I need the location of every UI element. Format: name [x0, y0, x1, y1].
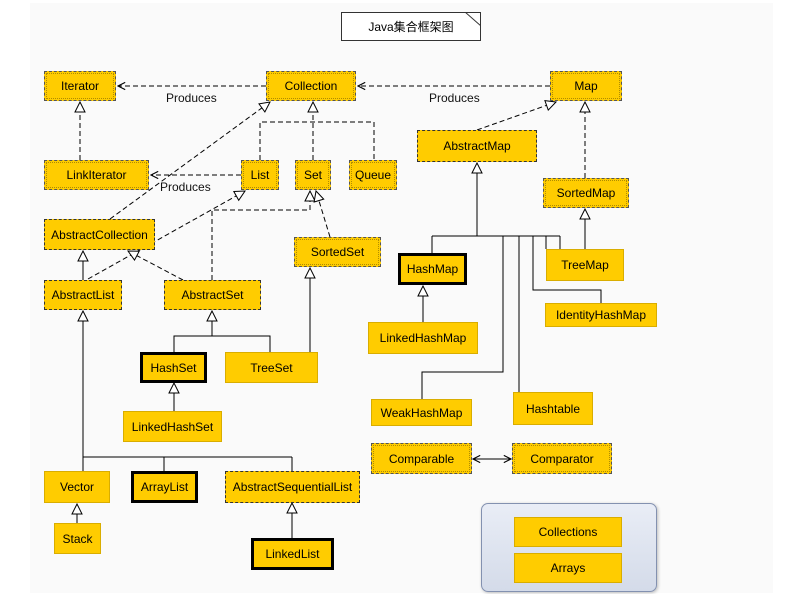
- node-linkedlist-label: LinkedList: [265, 547, 320, 561]
- label-produces-listiterator: Produces: [160, 180, 211, 194]
- node-linkiterator[interactable]: LinkIterator: [44, 160, 149, 190]
- node-stack[interactable]: Stack: [54, 523, 101, 554]
- edge-abstractmap-map: [476, 102, 556, 131]
- node-collections-label: Collections: [538, 525, 598, 539]
- node-queue-label: Queue: [354, 168, 392, 182]
- node-abstractsequentiallist-label: AbstractSequentialList: [232, 480, 353, 494]
- edge-lists-bar: [83, 456, 293, 471]
- node-sortedmap-label: SortedMap: [556, 186, 616, 200]
- node-hashset-label: HashSet: [150, 360, 197, 375]
- node-abstractsequentiallist[interactable]: AbstractSequentialList: [225, 471, 360, 503]
- edge-abstractcollection-collection: [109, 102, 270, 220]
- node-abstractcollection-label: AbstractCollection: [51, 227, 148, 242]
- edge-identityhashmap: [532, 236, 602, 303]
- node-arraylist[interactable]: ArrayList: [131, 471, 198, 503]
- node-hashtable-label: Hashtable: [525, 401, 581, 416]
- edge-abstractset-set: [211, 191, 310, 280]
- note-corner-icon: [465, 12, 481, 26]
- diagram-title-text: Java集合框架图: [368, 20, 454, 34]
- node-linkedhashmap[interactable]: LinkedHashMap: [368, 322, 478, 354]
- node-sortedset-label: SortedSet: [310, 245, 365, 259]
- node-collection[interactable]: Collection: [266, 71, 356, 101]
- edge-weakhashmap: [421, 236, 504, 399]
- edge-sortedset-set: [316, 191, 331, 238]
- diagram-title: Java集合框架图: [341, 12, 481, 41]
- node-hashset[interactable]: HashSet: [140, 352, 207, 383]
- node-arraylist-label: ArrayList: [140, 480, 189, 494]
- edge-maps-bar: [431, 235, 561, 253]
- node-set-label: Set: [303, 168, 322, 182]
- node-list[interactable]: List: [241, 160, 279, 190]
- node-treemap-label: TreeMap: [561, 258, 609, 272]
- node-treemap[interactable]: TreeMap: [546, 249, 624, 281]
- node-arrays-label: Arrays: [550, 561, 586, 575]
- node-set[interactable]: Set: [295, 160, 331, 190]
- node-hashtable[interactable]: Hashtable: [513, 392, 593, 425]
- node-treeset[interactable]: TreeSet: [225, 352, 318, 383]
- node-abstractmap[interactable]: AbstractMap: [417, 130, 537, 162]
- label-produces-map: Produces: [429, 91, 480, 105]
- node-map[interactable]: Map: [550, 71, 622, 101]
- node-weakhashmap[interactable]: WeakHashMap: [371, 399, 472, 426]
- node-collections[interactable]: Collections: [514, 517, 622, 547]
- node-abstractset-label: AbstractSet: [181, 288, 244, 302]
- node-iterator[interactable]: Iterator: [44, 71, 116, 101]
- node-comparable-label: Comparable: [388, 451, 455, 466]
- node-abstractset[interactable]: AbstractSet: [164, 280, 261, 310]
- node-comparator-label: Comparator: [530, 451, 594, 466]
- node-comparable[interactable]: Comparable: [371, 443, 472, 474]
- node-abstractmap-label: AbstractMap: [443, 139, 511, 153]
- edge-collection-children: [259, 121, 375, 160]
- node-treeset-label: TreeSet: [250, 360, 293, 375]
- edge-abstractset-abstractcollection: [128, 251, 184, 281]
- node-linkedhashset[interactable]: LinkedHashSet: [123, 411, 222, 442]
- node-sortedset[interactable]: SortedSet: [294, 237, 381, 267]
- node-map-label: Map: [574, 79, 598, 93]
- node-list-label: List: [250, 168, 270, 182]
- node-identityhashmap-label: IdentityHashMap: [555, 308, 647, 322]
- node-sortedmap[interactable]: SortedMap: [543, 178, 629, 208]
- node-hashmap-label: HashMap: [406, 262, 459, 276]
- node-abstractcollection[interactable]: AbstractCollection: [44, 219, 155, 250]
- node-vector[interactable]: Vector: [44, 471, 110, 503]
- node-stack-label: Stack: [62, 531, 93, 546]
- node-linkedhashmap-label: LinkedHashMap: [379, 331, 467, 345]
- node-hashmap[interactable]: HashMap: [398, 253, 467, 285]
- node-abstractlist-label: AbstractList: [51, 288, 115, 302]
- edge-sets-abstractset: [173, 311, 271, 352]
- node-linkedlist[interactable]: LinkedList: [251, 538, 334, 570]
- node-linkedhashset-label: LinkedHashSet: [131, 419, 214, 434]
- node-collection-label: Collection: [284, 79, 338, 93]
- node-weakhashmap-label: WeakHashMap: [380, 405, 463, 420]
- edge-abstractlist-list: [87, 191, 245, 280]
- node-vector-label: Vector: [59, 480, 95, 494]
- node-abstractlist[interactable]: AbstractList: [44, 280, 122, 310]
- node-arrays[interactable]: Arrays: [514, 553, 622, 583]
- label-produces-iterator: Produces: [166, 91, 217, 105]
- node-queue[interactable]: Queue: [349, 160, 397, 190]
- node-iterator-label: Iterator: [60, 79, 99, 93]
- node-linkiterator-label: LinkIterator: [66, 168, 127, 182]
- node-comparator[interactable]: Comparator: [512, 443, 612, 474]
- node-identityhashmap[interactable]: IdentityHashMap: [545, 303, 657, 327]
